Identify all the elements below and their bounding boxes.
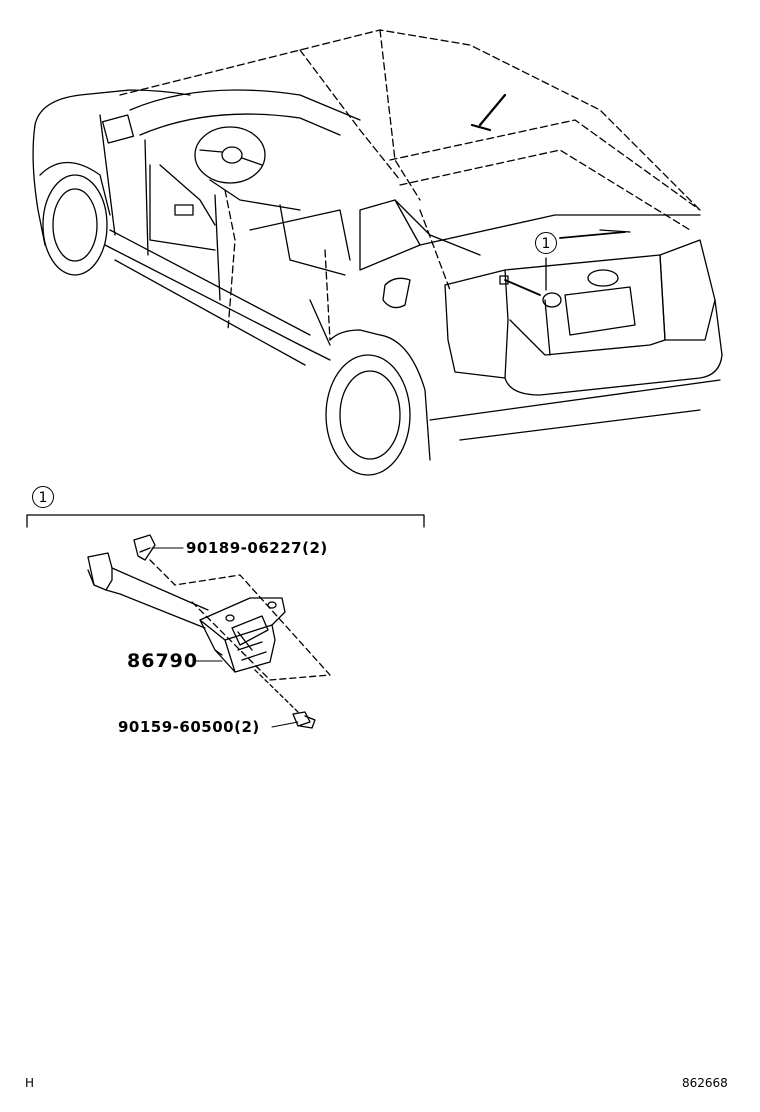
side-mirror: [101, 114, 135, 144]
front-wheel: [42, 174, 108, 276]
part-number: 90189-06227: [186, 539, 303, 557]
footer-left-code: H: [25, 1076, 35, 1090]
steering-wheel: [194, 126, 266, 184]
emblem: [587, 269, 619, 287]
callout-marker-vehicle[interactable]: 1: [535, 232, 557, 254]
bolt-upper: [133, 534, 156, 561]
part-number: 90159-60500: [118, 718, 235, 736]
footer-diagram-id: 862668: [682, 1076, 728, 1090]
detail-section: [26, 514, 425, 729]
antenna: [470, 93, 507, 132]
screw-lower: [292, 711, 311, 727]
cable: [87, 552, 209, 611]
part-label-90159-60500[interactable]: 90159-60500(2): [118, 718, 260, 736]
detail-bracket: [26, 514, 425, 528]
left-tail-lamp: [444, 269, 509, 379]
callout-marker-detail[interactable]: 1: [32, 486, 54, 508]
vehicle-illustration: [32, 29, 723, 476]
right-tail-lamp: [659, 239, 716, 341]
camera-location: [542, 292, 562, 308]
part-number: 86790: [127, 650, 199, 672]
rear-bumper: [504, 299, 723, 396]
license-plate: [564, 286, 636, 336]
phantom-outline: [149, 559, 331, 681]
side-body: [104, 244, 331, 361]
part-label-90189-06227[interactable]: 90189-06227(2): [186, 539, 328, 557]
rear-wheel: [325, 354, 411, 476]
front-body: [34, 89, 191, 126]
rear-body: [419, 214, 701, 246]
part-qty: (2): [302, 539, 328, 557]
fuel-lid: [382, 277, 411, 309]
roof-outline: [119, 29, 701, 211]
rear-hatch: [504, 254, 666, 356]
camera-assembly: [199, 597, 286, 673]
interior: [129, 89, 361, 276]
part-label-86790[interactable]: 86790: [127, 650, 198, 672]
part-qty: (2): [234, 718, 260, 736]
